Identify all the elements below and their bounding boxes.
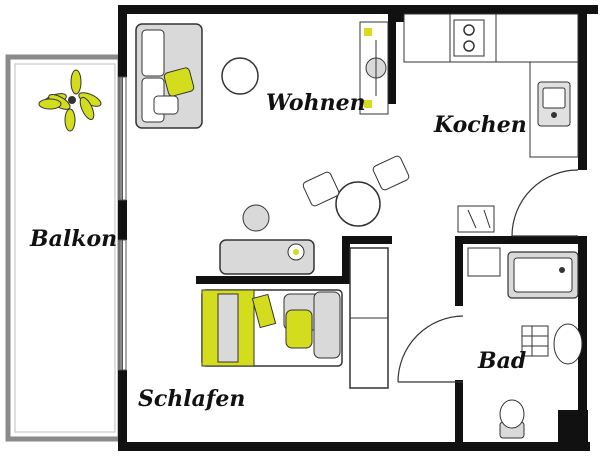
room-label-wohnen: Wohnen	[266, 90, 366, 116]
washing-machine	[467, 247, 501, 277]
bathroom-door	[397, 315, 464, 383]
bathroom-sink	[521, 323, 583, 365]
stove-icon	[453, 19, 485, 57]
room-label-kochen: Kochen	[433, 112, 527, 138]
side-table	[221, 57, 259, 95]
kitchen-shelf	[457, 205, 495, 233]
bathtub-icon	[507, 251, 579, 299]
sink-icon	[537, 81, 571, 127]
balcony	[5, 54, 123, 442]
interior-walls	[196, 14, 587, 444]
wall-shelf	[359, 21, 389, 115]
sofa-icon	[135, 23, 203, 129]
bed-icon	[201, 289, 343, 367]
stool	[242, 204, 270, 232]
toilet-icon	[499, 399, 525, 439]
kitchen-door	[511, 169, 579, 237]
windows	[118, 76, 127, 371]
room-label-bad: Bad	[477, 348, 526, 374]
wardrobe	[349, 247, 389, 389]
tv-icon	[219, 239, 315, 275]
plant-icon	[38, 69, 102, 132]
dining-table	[302, 155, 410, 227]
outer-walls	[118, 5, 598, 451]
room-label-schlafen: Schlafen	[138, 386, 245, 412]
room-label-balkon: Balkon	[29, 226, 117, 252]
